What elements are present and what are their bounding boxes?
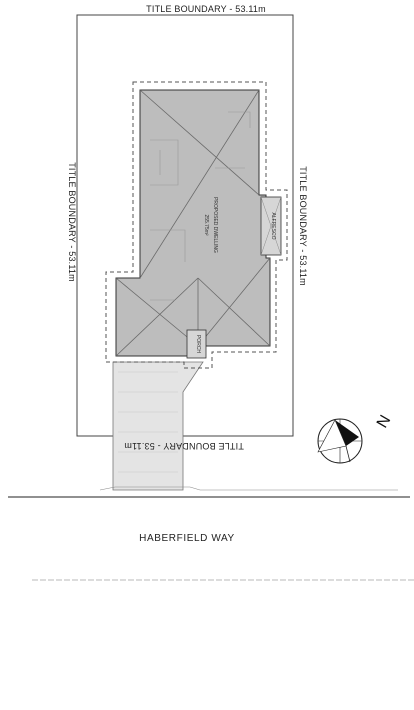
interior-walls bbox=[150, 111, 251, 301]
porch bbox=[186, 329, 207, 359]
dwelling-area: 255.75m² bbox=[203, 214, 209, 235]
top-boundary-label: TITLE BOUNDARY - 53.11m bbox=[146, 4, 266, 14]
porch-label: PORCH bbox=[195, 335, 201, 353]
setback-outline bbox=[105, 81, 288, 369]
street-name: HABERFIELD WAY bbox=[139, 533, 235, 544]
street-kerb-line bbox=[99, 486, 398, 491]
right-boundary-label: TITLE BOUNDARY - 53.11m bbox=[298, 166, 308, 286]
alfresco-diagonal-b bbox=[260, 196, 282, 256]
bottom-boundary-label: TITLE BOUNDARY - 53.11m bbox=[124, 441, 244, 451]
dwelling-label: PROPOSED DWELLING bbox=[212, 197, 218, 253]
driveway-texture bbox=[118, 371, 178, 473]
roof-hip-lines bbox=[115, 89, 271, 357]
north-arrow-icon bbox=[317, 418, 363, 464]
title-boundary-outline bbox=[76, 14, 294, 437]
alfresco-label: ALFRESCO bbox=[270, 213, 276, 240]
north-label: N bbox=[374, 412, 395, 431]
left-boundary-label: TITLE BOUNDARY - 53.11m bbox=[67, 162, 77, 282]
dwelling-roof bbox=[115, 89, 271, 357]
driveway bbox=[112, 361, 204, 491]
